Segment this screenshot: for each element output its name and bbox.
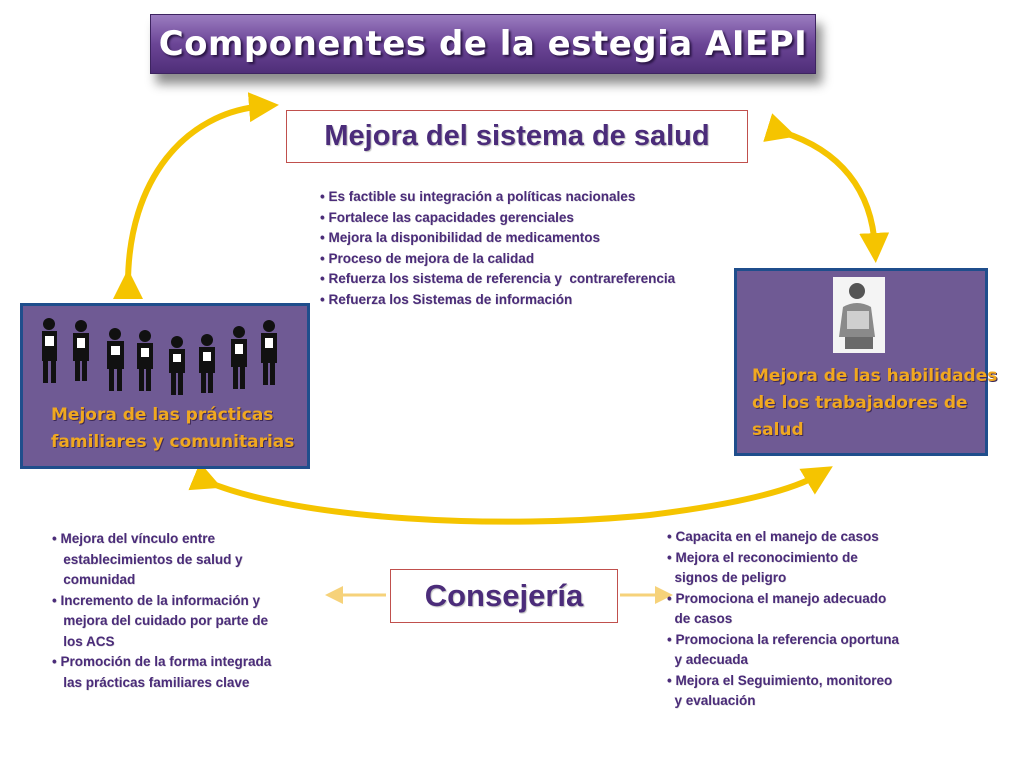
- list-item: • Mejora el reconocimiento de: [667, 549, 858, 565]
- heading-line: Mejora de las habilidades: [752, 366, 998, 386]
- title-banner: Componentes de la estegia AIEPI: [150, 14, 816, 74]
- arrow-left-top: [112, 92, 279, 300]
- list-item: y adecuada: [667, 652, 749, 667]
- list-item: de casos: [667, 611, 733, 626]
- list-item: mejora del cuidado por parte de: [52, 613, 269, 628]
- arrow-bottom: [188, 462, 833, 525]
- list-item: • Fortalece las capacidades gerenciales: [320, 209, 574, 225]
- list-item: • Promociona el manejo adecuado: [667, 590, 887, 606]
- heading-line: Mejora de las prácticas: [51, 405, 274, 425]
- counseling-label: Consejería: [424, 578, 584, 613]
- community-group-icon: [42, 318, 277, 395]
- list-item: • Promoción de la forma integrada: [52, 654, 272, 669]
- list-item: • Refuerza los sistema de referencia y c…: [320, 271, 676, 286]
- health-system-heading-box: Mejora del sistema de salud: [286, 110, 748, 163]
- health-system-list: • Es factible su integración a políticas…: [320, 187, 675, 310]
- list-item: • Incremento de la información y: [52, 592, 261, 608]
- list-item: • Promociona la referencia oportuna: [667, 631, 900, 647]
- list-item: • Mejora el Seguimiento, monitoreo: [667, 672, 893, 688]
- list-item: los ACS: [52, 633, 115, 649]
- worker-skills-panel: Mejora de las habilidades de los trabaja…: [734, 268, 997, 456]
- heading-line: familiares y comunitarias: [51, 432, 295, 452]
- family-practices-heading: Mejora de las prácticas familiares y com…: [51, 402, 294, 456]
- list-item: las prácticas familiares clave: [52, 674, 250, 690]
- heading-line: salud: [752, 420, 804, 440]
- family-practices-panel: Mejora de las prácticas familiares y com…: [20, 303, 310, 469]
- list-item: establecimientos de salud y: [52, 551, 243, 567]
- health-system-heading: Mejora del sistema de salud: [324, 120, 710, 152]
- diagram-title: Componentes de la estegia AIEPI: [158, 24, 808, 64]
- worker-skills-list: • Capacita en el manejo de casos • Mejor…: [667, 527, 899, 712]
- health-worker-icon: [833, 277, 885, 353]
- list-item: • Refuerza los Sistemas de información: [320, 291, 573, 307]
- list-item: • Mejora la disponibilidad de medicament…: [320, 230, 601, 245]
- list-item: y evaluación: [667, 693, 756, 708]
- heading-line: de los trabajadores de: [752, 393, 968, 413]
- counseling-box: Consejería: [390, 569, 618, 623]
- family-practices-list: • Mejora del vínculo entre establecimien…: [52, 529, 271, 693]
- list-item: • Es factible su integración a políticas…: [320, 189, 636, 204]
- list-item: • Capacita en el manejo de casos: [667, 529, 879, 544]
- list-item: comunidad: [52, 572, 136, 587]
- list-item: signos de peligro: [667, 570, 787, 585]
- list-item: • Proceso de mejora de la calidad: [320, 250, 535, 266]
- worker-skills-heading: Mejora de las habilidades de los trabaja…: [752, 363, 997, 444]
- arrow-right-top: [763, 113, 890, 263]
- list-item: • Mejora del vínculo entre: [52, 531, 216, 546]
